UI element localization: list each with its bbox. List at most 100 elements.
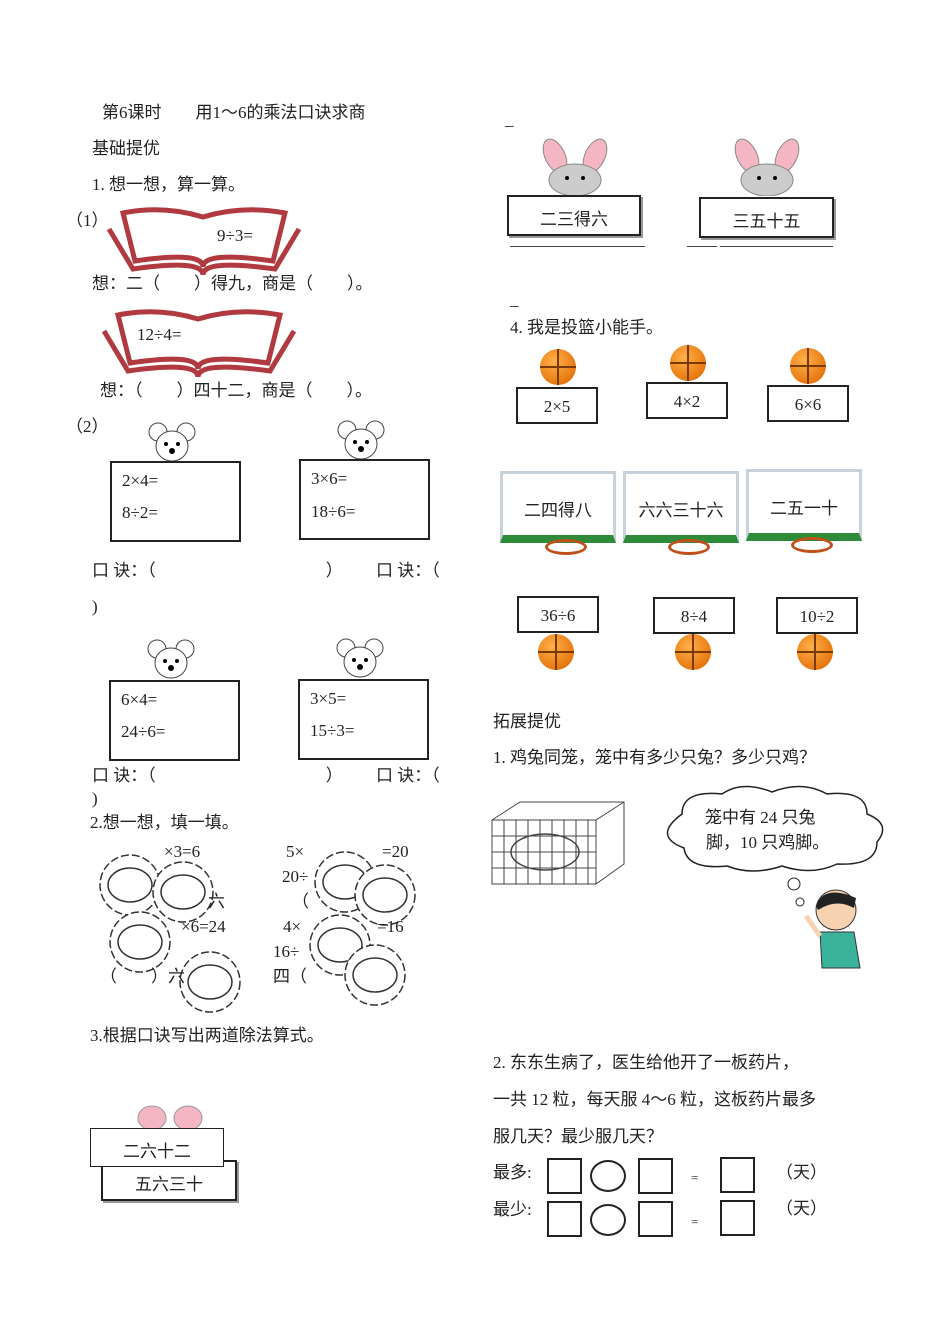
close-paren: ) [92, 597, 98, 616]
book-icon [101, 309, 297, 378]
basketball-icon [538, 634, 574, 670]
answer-box[interactable] [547, 1201, 582, 1237]
book-icon [106, 207, 302, 276]
operator-circle[interactable] [590, 1160, 626, 1192]
koujue-card-text: 五六三十 [135, 1175, 203, 1194]
book2-expr: 12÷4= [137, 325, 182, 344]
thought-cloud-icon [666, 785, 884, 872]
fill-text: ×3=6 [164, 842, 201, 861]
part1-label: （1） [66, 211, 109, 230]
rabbit-ears-icon [137, 1105, 203, 1130]
e2-text: 服几天？最少服几天？ [493, 1127, 663, 1146]
expr-text: 6×6 [794, 395, 822, 414]
flower-icon [109, 911, 171, 973]
fill-text: 20÷ [282, 867, 309, 886]
fill-text: =16 [377, 917, 404, 936]
q1-heading: 1. 想一想，算一算。 [92, 175, 245, 194]
koujue-answer: 口 诀：（ ） [92, 766, 343, 785]
lesson-title: 第6课时 用1～6的乘法口诀求商 [102, 103, 366, 122]
basketball-icon [797, 634, 833, 670]
backboard: 二四得八 [500, 471, 616, 555]
card [699, 197, 834, 238]
flower-icons [99, 851, 416, 1013]
backboard: 二五一十 [746, 469, 862, 553]
card-line: 2×4= [122, 471, 159, 490]
flower-icon [179, 951, 241, 1013]
card [767, 385, 849, 422]
rabbit-icon [734, 138, 800, 196]
mouse-icon [148, 422, 196, 462]
mouse-icon [337, 420, 385, 460]
card-line: 24÷6= [121, 722, 166, 741]
basketball-icon [790, 348, 826, 384]
rabbit-icon [542, 138, 608, 196]
book1-expr: 9÷3= [217, 226, 253, 245]
least-label: 最少: [493, 1200, 532, 1219]
koujue-card-text: 三五十五 [732, 212, 801, 231]
q2-heading: 2.想一想，填一填。 [90, 813, 239, 832]
unit-label: （天） [776, 1199, 827, 1218]
card [516, 387, 598, 424]
part2-label: （2） [66, 417, 109, 436]
close-paren: ) [92, 789, 98, 808]
mouse-icon [147, 639, 195, 679]
card [646, 382, 728, 419]
think1-text: 想：二（ ）得九，商是（ ）。 [92, 274, 373, 293]
fill-text: 六 [208, 892, 225, 911]
section-extension: 拓展提优 [493, 712, 561, 731]
fill-text: （ ）六 [100, 967, 185, 986]
answer-box[interactable] [638, 1158, 673, 1194]
q3-heading: 3.根据口诀写出两道除法算式。 [90, 1026, 324, 1045]
expr-text: 4×2 [673, 392, 701, 411]
koujue-card-text: 二六十二 [123, 1142, 191, 1161]
expr-text: 8÷4 [680, 607, 708, 626]
card-line: 15÷3= [310, 721, 355, 740]
dash: _ [510, 290, 519, 309]
fill-text: 4× [283, 917, 302, 936]
operator-circle[interactable] [590, 1204, 626, 1236]
answer-line [720, 246, 833, 247]
card [299, 459, 430, 540]
flower-icon [354, 864, 416, 926]
fill-text: 16÷ [273, 942, 300, 961]
cage-icon [491, 801, 625, 885]
card-line: 3×5= [310, 689, 347, 708]
card [90, 1128, 224, 1167]
card [507, 195, 641, 236]
fill-text: =20 [382, 842, 409, 861]
flower-icon [152, 861, 214, 923]
answer-box[interactable] [547, 1158, 582, 1194]
answer-box[interactable] [638, 1201, 673, 1237]
fill-text: 四（ [273, 967, 307, 986]
e2-text: 一共 12 粒，每天服 4～6 粒，这板药片最多 [493, 1090, 816, 1109]
most-label: 最多: [493, 1163, 532, 1182]
card [298, 679, 429, 760]
koujue-card-text: 二三得六 [540, 210, 608, 229]
hoop-icon [668, 539, 710, 555]
expr-text: 10÷2 [799, 607, 835, 626]
equals-sign: = [691, 1214, 699, 1229]
cloud-text: 笼中有 24 只兔 [705, 808, 816, 827]
backboard: 六六三十六 [623, 471, 739, 555]
boy-icon [787, 877, 861, 969]
flower-icon [344, 944, 406, 1006]
fill-text: 5× [286, 842, 305, 861]
mouse-icon [336, 638, 384, 678]
e2-text: 2. 东东生病了，医生给他开了一板药片， [493, 1053, 799, 1072]
answer-line [510, 246, 645, 247]
backboard-text: 六六三十六 [638, 501, 724, 520]
card-line: 8÷2= [122, 503, 158, 522]
koujue-answer: 口 诀：（ ） [92, 561, 343, 580]
card-line: 6×4= [121, 690, 158, 709]
equals-sign: = [691, 1170, 699, 1185]
answer-line [687, 246, 717, 247]
e1-heading: 1. 鸡兔同笼，笼中有多少只兔？多少只鸡？ [493, 748, 816, 767]
fill-text: ×6=24 [181, 917, 226, 936]
answer-box[interactable] [720, 1200, 755, 1236]
answer-box[interactable] [720, 1157, 755, 1193]
cloud-text: 脚，10 只鸡脚。 [706, 833, 830, 852]
card [776, 597, 858, 634]
think2-text: 想：（ ）四十二，商是（ ）。 [100, 381, 372, 400]
fill-text: （ [292, 892, 309, 911]
